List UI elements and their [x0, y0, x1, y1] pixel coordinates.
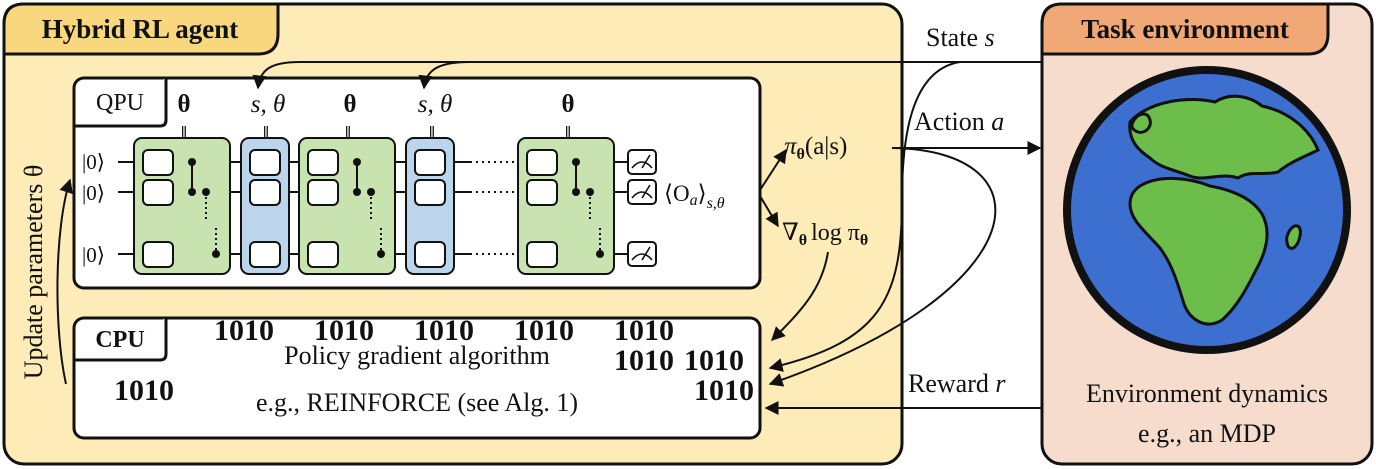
- variational-layer: [133, 137, 231, 275]
- cpu-label: CPU: [95, 327, 144, 353]
- svg-text:1010: 1010: [414, 314, 474, 347]
- svg-text:1010: 1010: [514, 314, 574, 347]
- meter-icon: [627, 149, 657, 175]
- environment-line2: e.g., an MDP: [1138, 419, 1276, 448]
- qubit-labels: |0⟩ |0⟩ |0⟩: [82, 150, 105, 267]
- cpu-box: [72, 316, 762, 440]
- environment-title: Task environment: [1081, 14, 1289, 44]
- agent-header-tab: [2, 2, 280, 56]
- meter-icon: [627, 241, 657, 267]
- svg-text:1010: 1010: [314, 314, 374, 347]
- qubit-label: |0⟩: [82, 181, 105, 205]
- state-arrow-to-encoding-1: [252, 61, 470, 90]
- gradient-arrow: [759, 195, 779, 228]
- layer-label: s, θ: [251, 91, 286, 118]
- svg-text:1010: 1010: [694, 374, 754, 407]
- svg-text:1010: 1010: [114, 374, 174, 407]
- layer-label: θ: [561, 91, 574, 118]
- policy-arrow: [759, 148, 787, 191]
- equals-sign: ǁ: [181, 125, 187, 140]
- action-label: Action a: [914, 107, 1004, 136]
- layer-label: θ: [343, 91, 356, 118]
- expectation-value: ⟨Oa⟩s,θ: [664, 181, 725, 212]
- qpu-label: QPU: [96, 90, 144, 116]
- svg-text:1010: 1010: [614, 344, 674, 377]
- agent-title: Hybrid RL agent: [42, 14, 239, 44]
- update-parameters-arrow: [56, 178, 73, 385]
- action-to-cpu-arrow: [768, 147, 997, 387]
- update-parameters-label: Update parameters θ: [19, 165, 48, 380]
- cpu-label-tab: [74, 318, 168, 362]
- equals-sign: ǁ: [263, 125, 269, 140]
- qpu-label-tab: [74, 78, 168, 128]
- encoding-layer: [405, 137, 455, 275]
- reward-label: Reward r: [908, 369, 1006, 398]
- cpu-line1: Policy gradient algorithm: [284, 341, 550, 370]
- encoding-layer: [240, 137, 290, 275]
- layer-label: s, θ: [418, 91, 453, 118]
- gradient-to-cpu-arrow: [771, 251, 829, 341]
- qubit-label: |0⟩: [82, 150, 105, 174]
- qubit-label: |0⟩: [82, 243, 105, 267]
- environment-line1: Environment dynamics: [1086, 379, 1328, 408]
- variational-layer: [517, 137, 615, 275]
- globe-icon: [1063, 66, 1351, 354]
- layer-parameter-labels: θ ǁ s, θ ǁ θ ǁ s, θ ǁ θ ǁ: [177, 91, 574, 140]
- layer-label: θ: [177, 91, 190, 118]
- equals-sign: ǁ: [345, 125, 351, 140]
- environment-header-tab: [1040, 2, 1330, 56]
- svg-text:1010: 1010: [684, 344, 744, 377]
- equals-sign: ǁ: [429, 125, 435, 140]
- cpu-line2: e.g., REINFORCE (see Alg. 1): [256, 388, 578, 417]
- state-label: State s: [926, 23, 995, 52]
- state-to-cpu-arrow: [768, 61, 961, 372]
- variational-layer: [298, 137, 396, 275]
- meter-icon: [627, 179, 657, 205]
- svg-text:1010: 1010: [614, 314, 674, 347]
- equals-sign: ǁ: [565, 125, 571, 140]
- policy-output: πθ(a|s): [784, 133, 847, 163]
- svg-text:1010: 1010: [214, 314, 274, 347]
